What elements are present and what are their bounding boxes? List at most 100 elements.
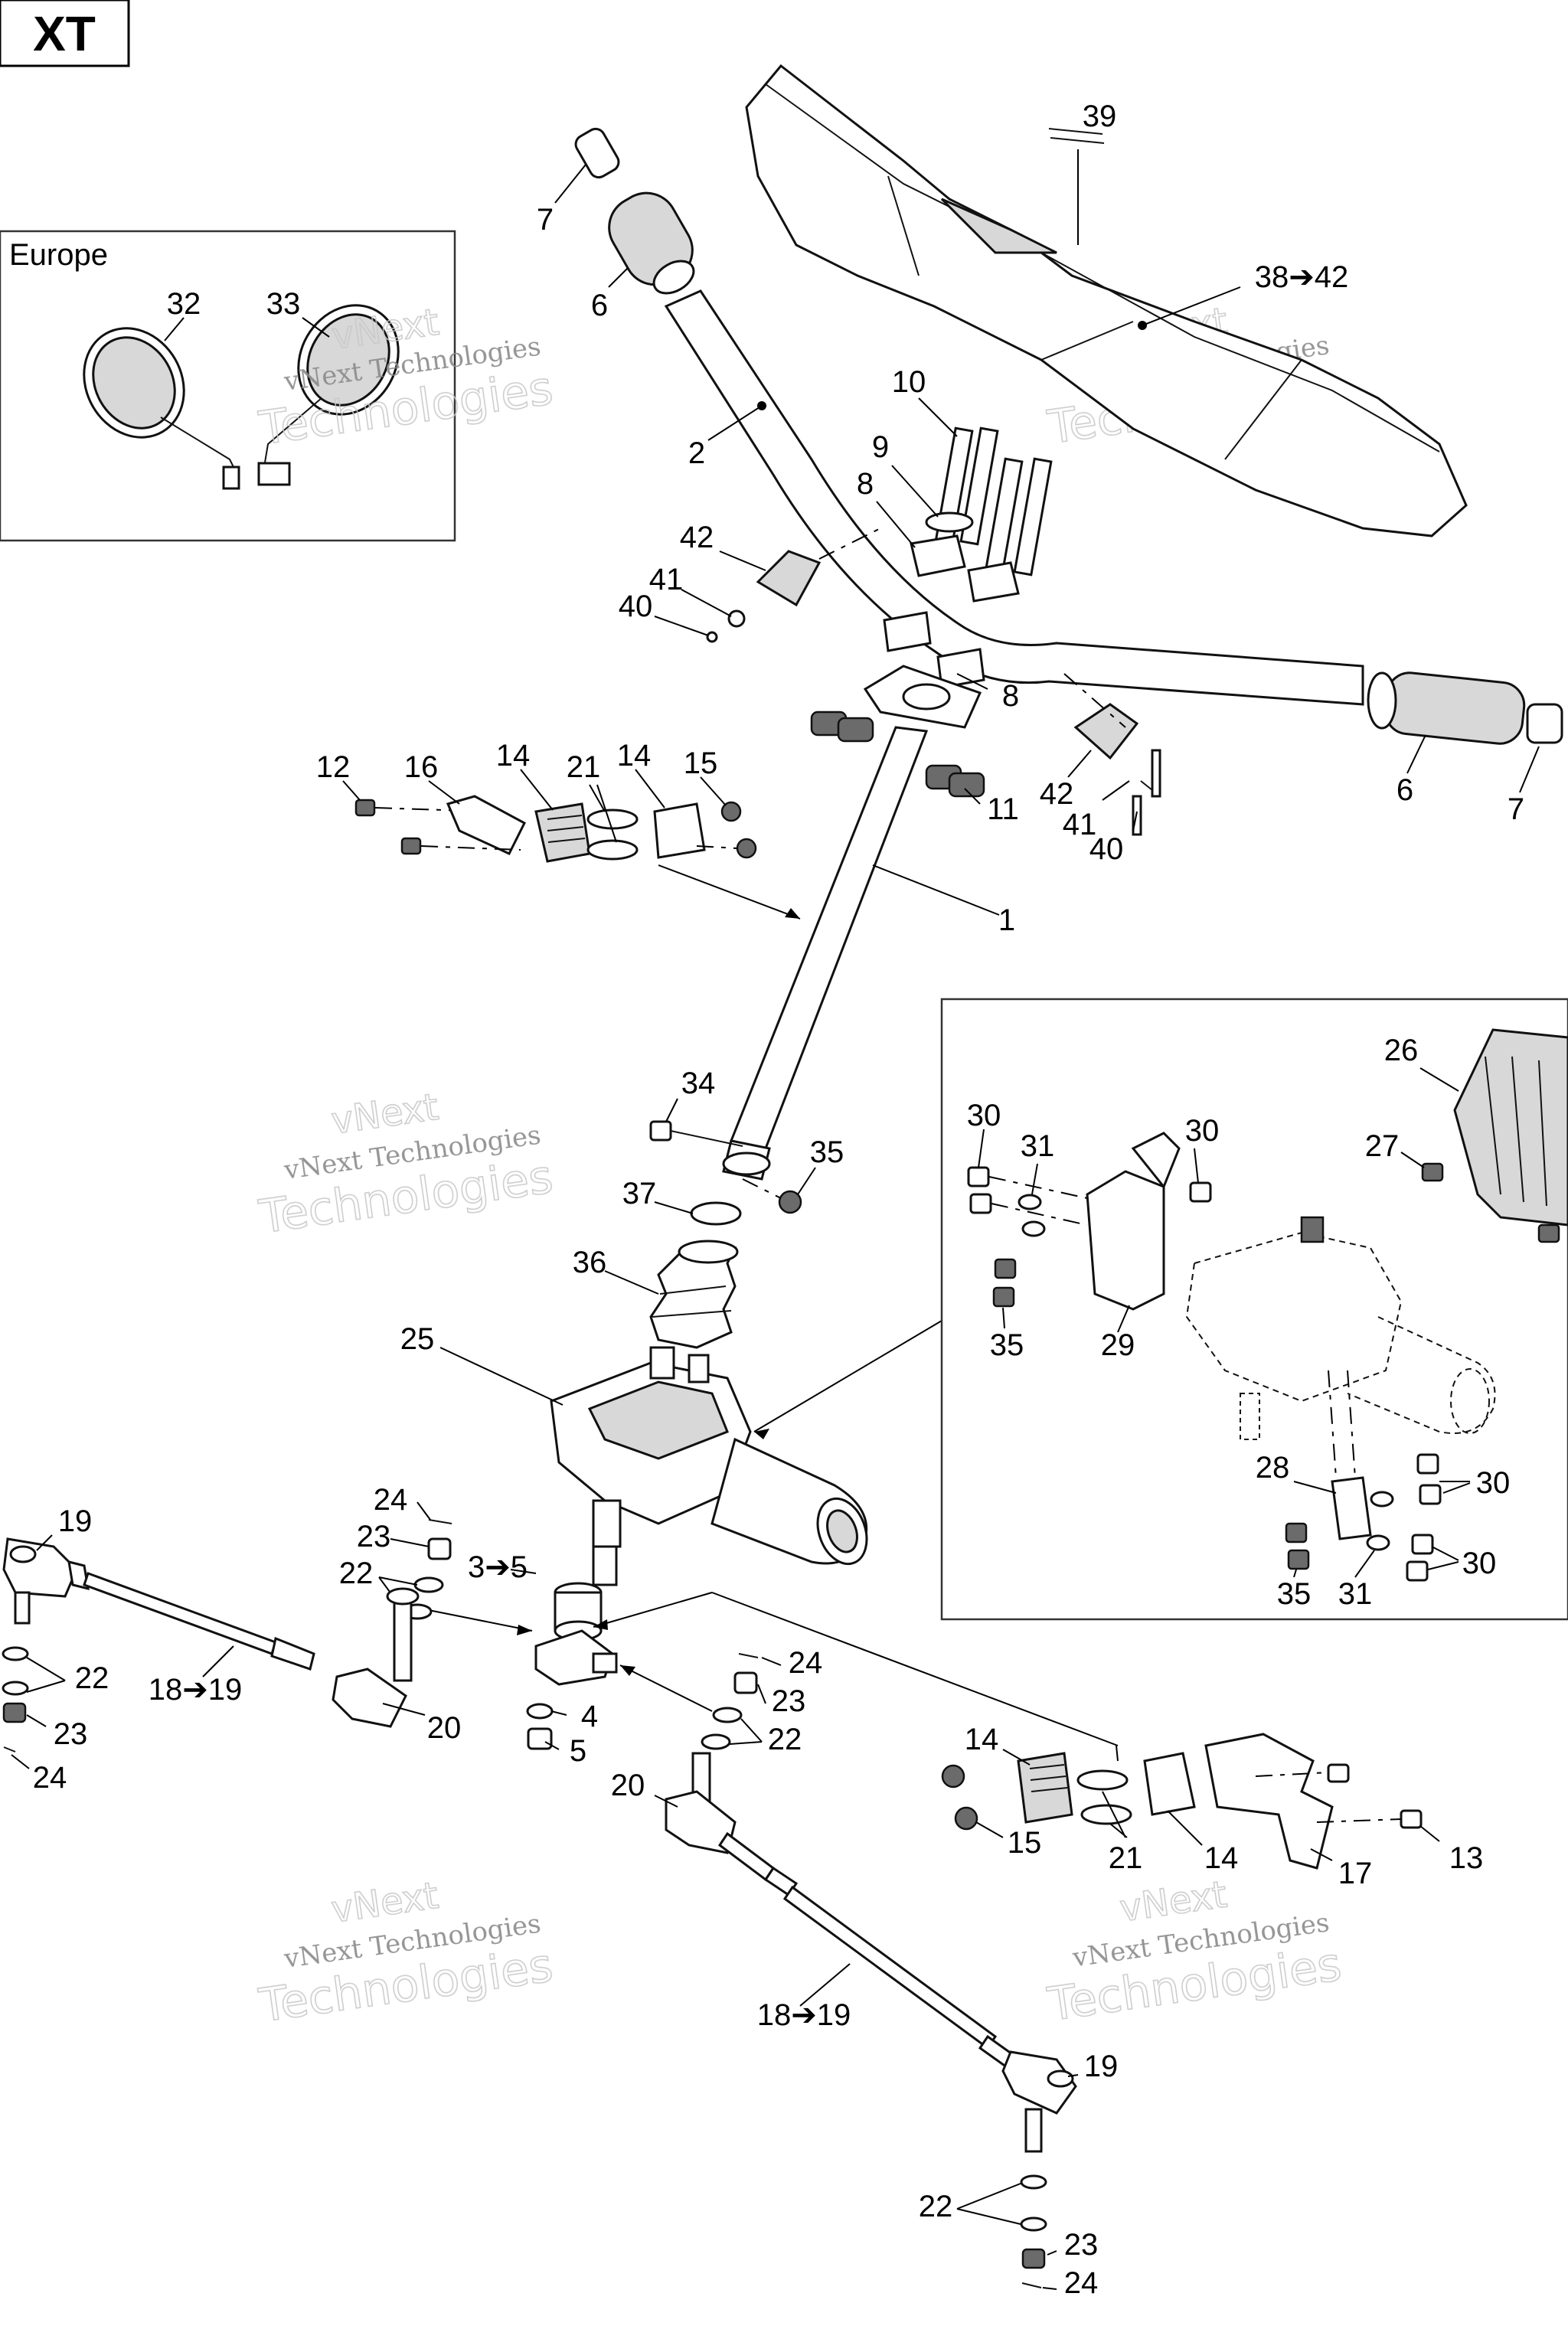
callout-16: 16 (404, 750, 439, 784)
power-steering-unit-icon (550, 1346, 868, 1566)
callout-35-c: 35 (1277, 1577, 1312, 1611)
ring-37-icon (690, 1201, 742, 1226)
callout-24-right: 24 (1064, 2266, 1099, 2300)
watermark-outline: vNext (328, 1874, 441, 1932)
callout-28: 28 (1256, 1451, 1290, 1485)
europe-inset: Europe 32 33 (0, 230, 456, 542)
callout-23-center: 23 (772, 1684, 806, 1718)
callout-36: 36 (573, 1246, 607, 1279)
callout-35-a: 35 (810, 1135, 844, 1169)
callout-14-d: 14 (1204, 1841, 1239, 1875)
callout-4: 4 (581, 1700, 598, 1733)
callout-19-right: 19 (1084, 2050, 1119, 2083)
steering-column-icon (722, 726, 929, 1181)
callout-22-center: 22 (768, 1723, 802, 1756)
bracket-29-icon (1086, 1132, 1181, 1311)
callout-8-upper: 8 (857, 467, 874, 501)
grip-right-icon (1367, 671, 1526, 745)
nut-35-icon (778, 1190, 802, 1214)
callout-23-a: 23 (357, 1520, 391, 1553)
callout-14-c: 14 (965, 1723, 999, 1756)
pitman-arm-icon (526, 1545, 618, 1750)
callout-42-right: 42 (1040, 777, 1074, 811)
end-cap-left-icon (574, 127, 620, 179)
model-code-label: XT (33, 6, 96, 61)
callout-22-a: 22 (339, 1557, 374, 1590)
mounting-inset: 26 27 29 (940, 998, 1568, 1621)
callout-25: 25 (400, 1322, 435, 1356)
callout-30-d: 30 (1462, 1547, 1497, 1580)
callout-17: 17 (1338, 1857, 1373, 1890)
callout-21-a: 21 (567, 750, 601, 784)
model-code-box: XT (0, 0, 130, 67)
handlebar-clamp-lower-icon (883, 611, 985, 689)
callout-5: 5 (570, 1734, 586, 1768)
callout-30-b: 30 (1185, 1114, 1220, 1148)
callout-32: 32 (167, 287, 201, 321)
callout-19-left: 19 (58, 1504, 93, 1538)
callout-11: 11 (987, 792, 1019, 826)
tie-rod-right-icon (665, 1752, 1077, 2288)
callout-3-5: 3➔5 (468, 1550, 528, 1584)
callout-9: 9 (872, 430, 889, 464)
bolts-30-icon (967, 1166, 1212, 1308)
nut-11-icon (810, 710, 985, 798)
callout-12: 12 (316, 750, 351, 784)
callout-6-top: 6 (591, 289, 608, 322)
callout-27: 27 (1365, 1129, 1400, 1163)
callout-29: 29 (1101, 1328, 1135, 1362)
callout-14-b: 14 (617, 739, 652, 773)
callout-24-center: 24 (789, 1646, 823, 1680)
skid-plate-icon (1453, 1028, 1568, 1227)
callout-31-b: 31 (1338, 1577, 1373, 1611)
callout-10: 10 (892, 365, 926, 399)
callout-30-a: 30 (967, 1099, 1001, 1132)
callout-1: 1 (998, 903, 1015, 937)
mirror-left-icon (83, 327, 240, 490)
tie-rod-left-icon (2, 1537, 315, 1753)
callout-23-right: 23 (1064, 2228, 1099, 2262)
callout-30-c: 30 (1476, 1466, 1511, 1500)
callout-6-right: 6 (1396, 773, 1413, 807)
callout-37: 37 (622, 1177, 657, 1210)
tie-rod-end-left-icon (332, 1587, 420, 1728)
callout-39: 39 (1083, 100, 1117, 133)
callout-31-a: 31 (1021, 1129, 1055, 1163)
callout-22-left: 22 (75, 1661, 109, 1695)
callout-7-top: 7 (537, 203, 554, 237)
callout-14-a: 14 (496, 739, 531, 773)
callout-42-top: 42 (680, 521, 714, 554)
steering-unit-sketch-icon (1185, 1216, 1496, 1440)
callout-24-left: 24 (33, 1761, 67, 1795)
nut-27-icon (1421, 1162, 1444, 1182)
cotter-pin-nut-washer-center-icon (701, 1653, 759, 1750)
callout-13: 13 (1449, 1841, 1484, 1875)
end-cap-right-icon (1526, 703, 1563, 744)
callout-40-right: 40 (1089, 832, 1124, 866)
callout-33: 33 (266, 287, 301, 321)
callout-35-b: 35 (990, 1328, 1024, 1362)
grip-left-icon (608, 191, 695, 295)
steering-boot-icon (649, 1240, 739, 1349)
bushing-clamp-group-icon (354, 795, 757, 863)
callout-15-b: 15 (1008, 1826, 1042, 1860)
callout-23-left: 23 (54, 1717, 88, 1751)
callout-21-b: 21 (1109, 1841, 1143, 1875)
callout-15-a: 15 (684, 746, 718, 780)
callout-2: 2 (688, 436, 705, 470)
bushing-clamp-group-lower-icon (941, 1733, 1423, 1870)
handlebar-icon (664, 289, 1364, 706)
europe-inset-title: Europe (9, 238, 108, 272)
callout-38-42: 38➔42 (1255, 260, 1349, 294)
mirror-bracket-icon (706, 550, 822, 643)
callout-40-top: 40 (619, 590, 653, 623)
callout-34: 34 (681, 1067, 716, 1100)
handlebar-pad-icon (745, 64, 1468, 537)
callout-20-right: 20 (611, 1769, 645, 1802)
callout-8-lower: 8 (1002, 679, 1019, 713)
callout-20-left: 20 (427, 1711, 462, 1745)
handlebar-clamp-upper-icon (910, 534, 1020, 603)
callout-24-a: 24 (374, 1483, 408, 1517)
watermark-outline: vNext (1117, 1873, 1230, 1930)
callout-41-top: 41 (649, 563, 684, 596)
